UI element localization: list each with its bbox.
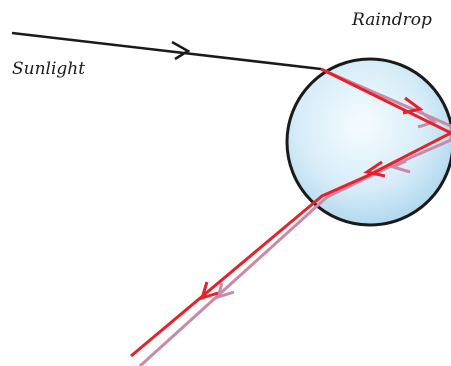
- red-arrow-2: [363, 160, 386, 178]
- violet-arrow-3: [215, 282, 235, 300]
- violet-arrow-1: [417, 109, 438, 129]
- sunlight-arrowhead: [171, 40, 191, 61]
- red-ray: [130, 67, 451, 358]
- violet-ray: [138, 67, 451, 366]
- violet-arrow-2: [388, 159, 411, 174]
- red-arrow-1: [402, 96, 424, 115]
- red-arrow-3: [199, 281, 219, 301]
- raindrop-circle: [285, 57, 451, 227]
- raindrop-label: Raindrop: [352, 10, 432, 30]
- sunlight-ray: [11, 31, 322, 71]
- sunlight-label: Sunlight: [12, 59, 86, 79]
